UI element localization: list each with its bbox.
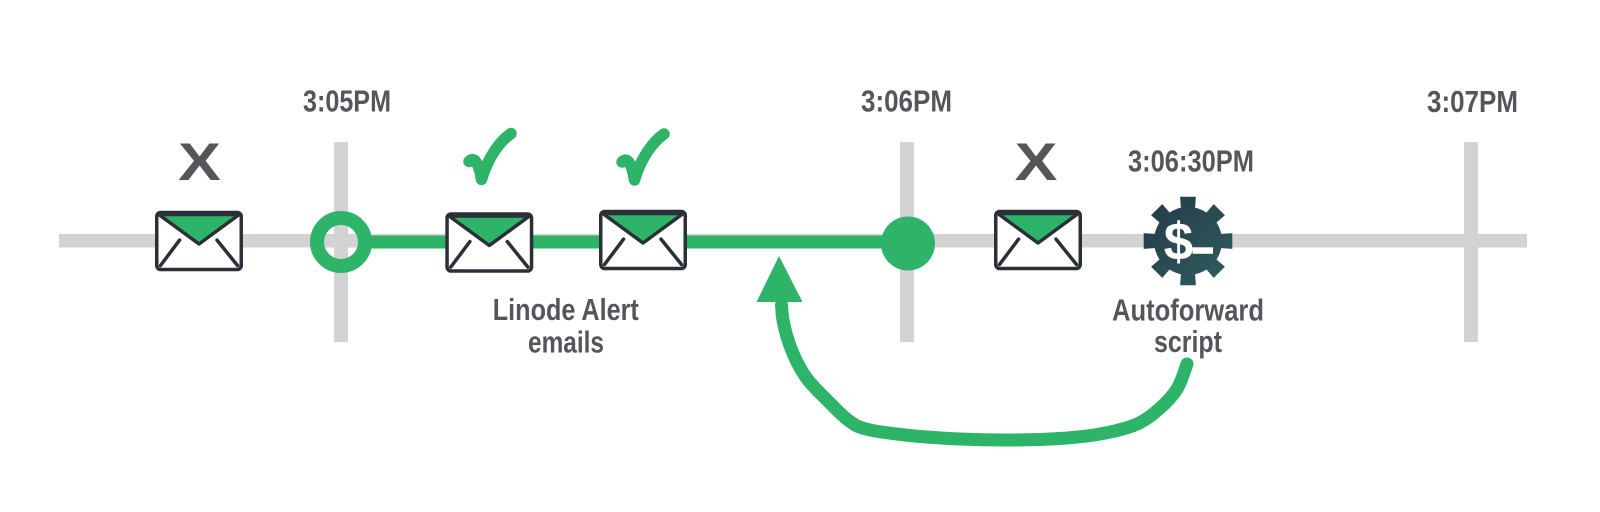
svg-text:3:06PM: 3:06PM bbox=[861, 84, 952, 119]
svg-text:3:06:30PM: 3:06:30PM bbox=[1128, 143, 1254, 178]
svg-text:3:05PM: 3:05PM bbox=[303, 84, 391, 119]
svg-text:X: X bbox=[178, 133, 221, 192]
svg-text:emails: emails bbox=[528, 325, 604, 360]
svg-text:script: script bbox=[1154, 324, 1222, 359]
svg-text:Linode Alert: Linode Alert bbox=[493, 292, 639, 327]
svg-text:Autoforward: Autoforward bbox=[1112, 293, 1264, 328]
svg-text:$: $ bbox=[1164, 212, 1193, 271]
svg-text:X: X bbox=[1015, 133, 1058, 192]
svg-text:3:07PM: 3:07PM bbox=[1427, 84, 1518, 119]
